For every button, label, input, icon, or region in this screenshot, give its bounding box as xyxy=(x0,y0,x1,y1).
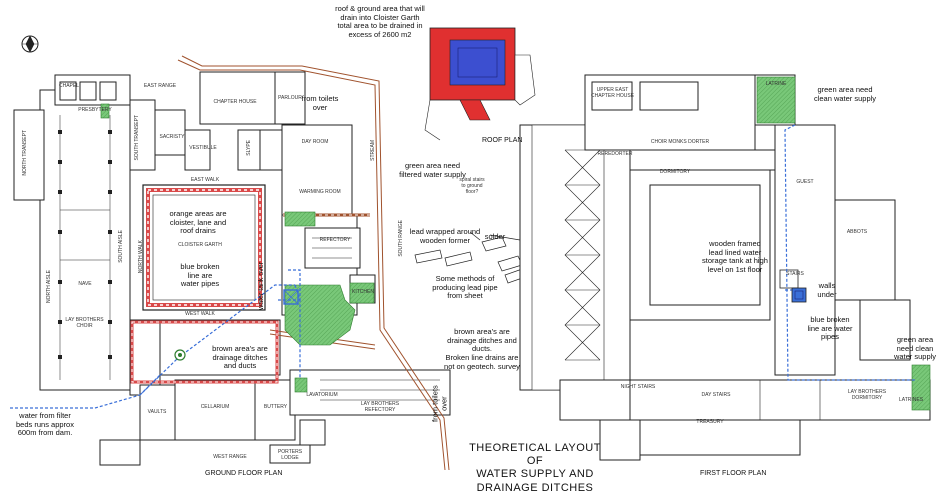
note-blue-pipes-left: blue broken line are water pipes xyxy=(180,262,220,289)
note-roof-drain: roof & ground area that will drain into … xyxy=(335,4,425,39)
room-south-transept: SOUTH TRANSEPT xyxy=(134,115,140,161)
note-walls-under: walls under xyxy=(817,281,837,299)
diagram-title: THEORETICAL LAYOUT OF WATER SUPPLY AND D… xyxy=(469,442,601,494)
room-abbots: ABBOTS xyxy=(846,229,868,235)
water-tank-icon xyxy=(283,289,299,305)
room-lay-dorter: LAY BROTHERS DORMITORY xyxy=(847,389,887,401)
room-kitchen: KITCHEN xyxy=(352,289,374,295)
ground-floor-plan-title: GROUND FLOOR PLAN xyxy=(205,470,283,477)
room-latrine: LATRINE xyxy=(765,81,787,87)
room-day-stairs: DAY STAIRS xyxy=(701,392,731,398)
room-sacristy: SACRISTY xyxy=(159,134,185,140)
note-green-clean-bottom: green area need clean water supply xyxy=(893,335,937,362)
north-arrow-icon xyxy=(21,35,39,53)
room-presbytery: PRESBYTERY xyxy=(78,107,112,113)
green-areas-first xyxy=(756,76,931,411)
room-guest: GUEST xyxy=(796,179,814,185)
ground-floor-plan xyxy=(13,71,451,466)
note-lead-methods: Some methods of producing lead pipe from… xyxy=(432,274,498,301)
note-lead-wrapped: lead wrapped around wooden former xyxy=(409,227,481,245)
room-cellarium: CELLARIUM xyxy=(200,404,230,410)
room-north-aisle: NORTH AISLE xyxy=(46,270,52,303)
room-chapel: CHAPEL xyxy=(58,83,79,89)
room-warming-room: WARMING ROOM xyxy=(299,189,341,195)
room-stairs: STAIRS xyxy=(786,271,804,277)
room-dorter: CHOIR MONKS DORTER xyxy=(650,139,710,145)
room-west-walk: WEST WALK xyxy=(185,311,215,317)
room-north-walk: NORTH WALK xyxy=(138,240,144,274)
room-lavatorium: LAVATORIUM xyxy=(306,392,338,398)
note-storage-tank: wooden framed lead lined water storage t… xyxy=(702,239,768,274)
note-blue-pipes-right: blue broken line are water pipes xyxy=(807,315,853,342)
note-solder: solder xyxy=(484,232,506,241)
storage-tank-icon xyxy=(791,287,807,303)
room-upper-east: UPPER EAST CHAPTER HOUSE xyxy=(590,87,635,99)
room-chapter-house: CHAPTER HOUSE xyxy=(213,99,257,105)
room-dormitory: DORMITORY xyxy=(659,169,691,175)
room-nave: NAVE xyxy=(78,281,92,287)
room-treasury: TREASURY xyxy=(696,419,724,425)
room-stream: STREAM xyxy=(370,140,376,161)
green-areas-ground xyxy=(100,103,375,393)
room-day-room: DAY ROOM xyxy=(301,139,329,145)
first-floor-plan xyxy=(519,74,931,461)
lead-pipe-illustrations xyxy=(414,231,529,284)
room-east-range: EAST RANGE xyxy=(143,83,177,89)
room-cloister-garth: CLOISTER GARTH xyxy=(178,242,222,248)
note-green-clean-top: green area need clean water supply xyxy=(813,85,877,103)
room-south-range: SOUTH RANGE xyxy=(398,220,404,257)
room-slype: SLYPE xyxy=(246,140,252,156)
note-water-tank: water tank over xyxy=(258,262,265,310)
roof-plan-title: ROOF PLAN xyxy=(482,137,523,144)
room-west-range: WEST RANGE xyxy=(213,454,247,460)
note-spiral-stairs: spiral stairs to ground floor? xyxy=(459,177,485,195)
room-parlour: PARLOUR xyxy=(278,95,302,101)
note-brown-left: brown area's are drainage ditches and du… xyxy=(212,344,268,371)
note-green-filtered: green area need filtered water supply xyxy=(399,161,466,179)
room-reredorter: REREDORTER xyxy=(597,151,633,157)
note-toilets-bottom: from toilets over xyxy=(430,385,448,422)
note-water-filter: water from filter beds runs approx 600m … xyxy=(16,411,74,438)
room-vaults: VAULTS xyxy=(147,409,167,415)
roof-plan xyxy=(424,27,536,141)
room-refectory: REFECTORY xyxy=(319,237,351,243)
note-orange-areas: orange areas are cloister, lane and roof… xyxy=(169,209,227,236)
room-lay-choir: LAY BROTHERS CHOIR xyxy=(65,317,104,329)
room-east-walk: EAST WALK xyxy=(190,177,220,183)
room-lay-refectory: LAY BROTHERS REFECTORY xyxy=(360,401,400,413)
note-brown-right: brown area's are drainage ditches and du… xyxy=(444,327,520,371)
room-porters-lodge: PORTERS LODGE xyxy=(277,449,303,461)
note-toilets-top: from toilets over xyxy=(301,94,339,112)
roof-truss xyxy=(564,149,601,361)
room-vestibule: VESTIBULE xyxy=(189,145,217,151)
room-latrines-right: LATRINES xyxy=(898,397,924,403)
first-floor-plan-title: FIRST FLOOR PLAN xyxy=(700,470,767,477)
room-north-transept: NORTH TRANSEPT xyxy=(22,130,28,176)
room-night-stairs: NIGHT STAIRS xyxy=(620,384,656,390)
water-supply-diagram xyxy=(10,27,931,471)
room-buttery: BUTTERY xyxy=(263,404,288,410)
well-icon xyxy=(174,349,186,361)
room-south-aisle: SOUTH AISLE xyxy=(118,230,124,263)
